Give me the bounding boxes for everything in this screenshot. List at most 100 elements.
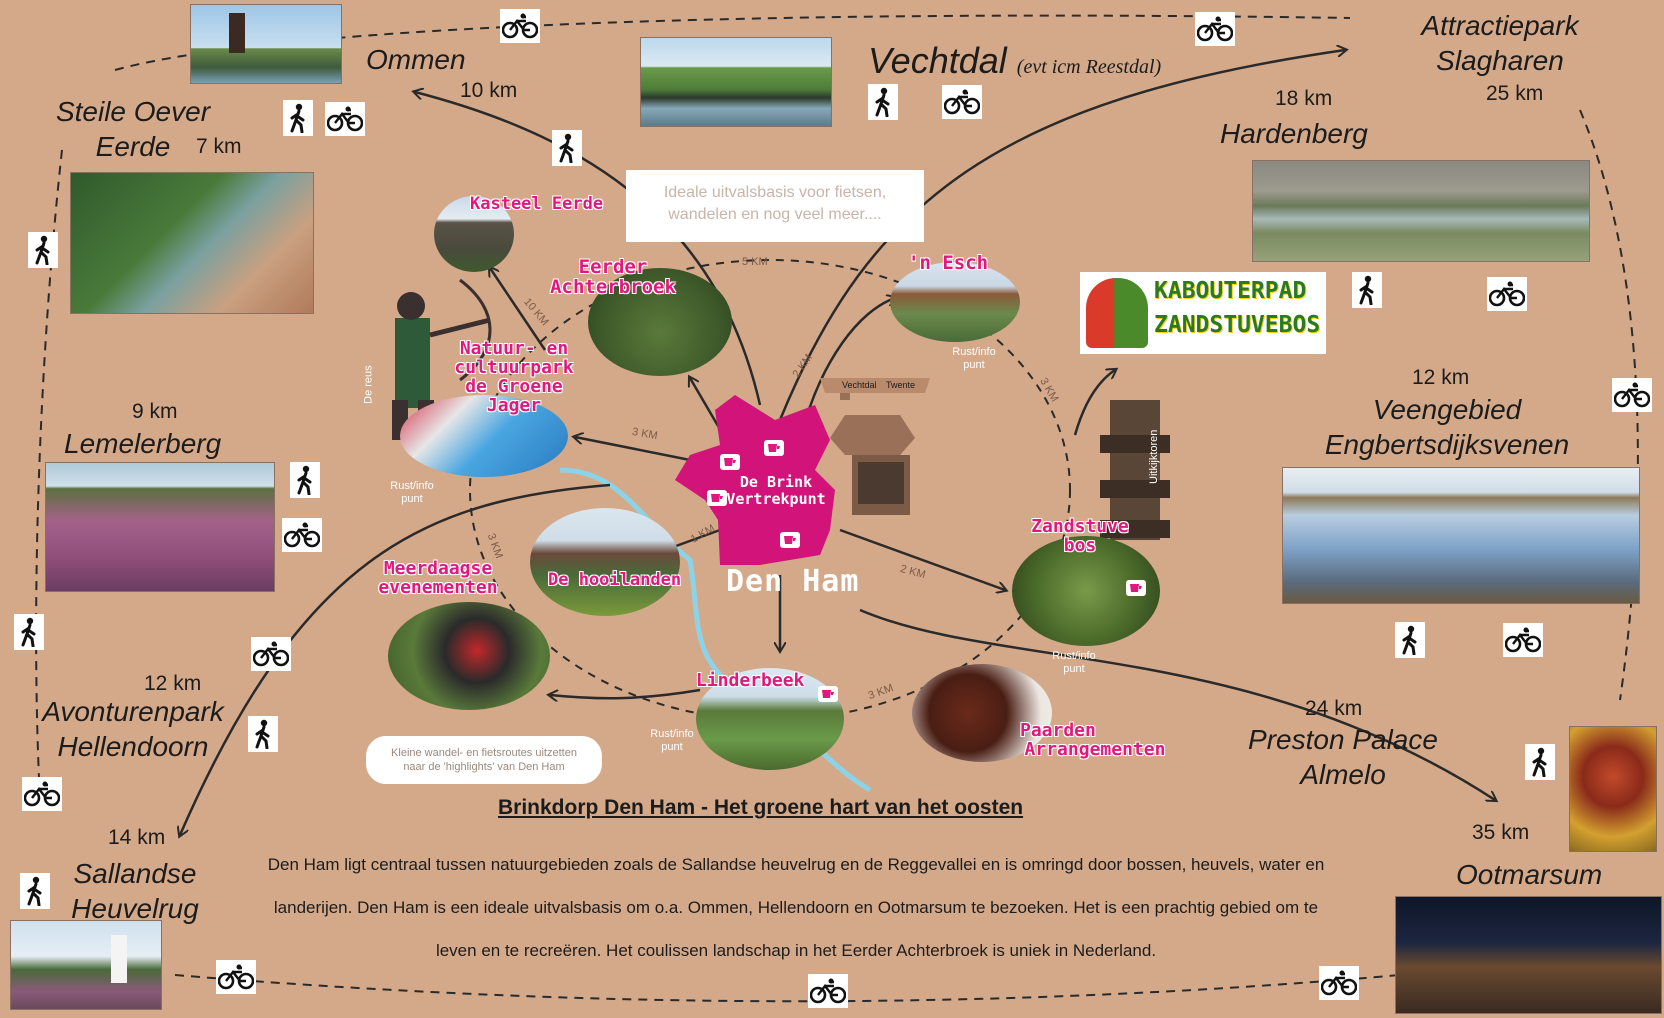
arrow-hellendoorn <box>180 483 611 835</box>
bicycle-icon <box>500 9 540 43</box>
cafe-icon <box>764 440 784 456</box>
preston-line2: Almelo <box>1300 759 1386 790</box>
walking-icon <box>283 100 313 136</box>
brink-line1: De Brink <box>739 473 813 491</box>
bicycle-icon <box>216 960 256 994</box>
callout-top-line1: Ideale uitvalsbasis voor fietsen, <box>663 184 887 201</box>
dest-ommen: Ommen <box>366 44 466 75</box>
eerde-line1: Steile Oever <box>55 96 211 127</box>
arrow-zandstuve <box>839 528 1005 590</box>
km-sallandse: 14 km <box>108 826 166 849</box>
walking-icon <box>14 614 44 650</box>
hellendoorn-line1: Avonturenpark <box>42 696 224 727</box>
sallandse-photo <box>10 920 162 1010</box>
esch-photo <box>890 262 1020 342</box>
eerde-line2: Eerde <box>95 131 171 162</box>
sallandse-line1: Sallandse <box>73 858 197 889</box>
callout-top: Ideale uitvalsbasis voor fietsen, wandel… <box>626 170 924 242</box>
den-ham-village-shape <box>675 395 835 565</box>
dest-veengebied: Veengebied Engbertsdijksvenen <box>1312 392 1582 462</box>
callout-bottom-line2: naar de 'highlights' van Den Ham <box>403 761 565 773</box>
preston-line1: Preston Palace <box>1248 724 1438 755</box>
arrow-meerdaagse <box>550 688 701 698</box>
cafe-icon <box>818 686 838 702</box>
kasteel-eerde-photo <box>434 196 514 272</box>
hardenberg-photo <box>1252 160 1590 262</box>
arrow-jager <box>575 437 691 462</box>
arrow-kabouter <box>1073 370 1115 436</box>
rust-label-3: Rust/info punt <box>1044 650 1104 676</box>
kabouterpad-sign: KABOUTERPAD ZANDSTUVEBOS <box>1080 272 1326 354</box>
walking-icon <box>248 716 278 752</box>
rust2-line2: punt <box>963 359 985 372</box>
bicycle-icon <box>22 777 62 811</box>
achterbroek-line1: Eerder <box>578 256 648 278</box>
zandstuve-line1: Zandstuve <box>1031 516 1129 537</box>
steile-oever-photo <box>70 172 314 314</box>
cafe-icon <box>720 454 740 470</box>
rust-label-2: Rust/info punt <box>944 346 1004 372</box>
achterbroek-photo <box>588 268 732 376</box>
label-esch: 'n Esch <box>908 252 989 274</box>
label-uitkijktoren: Uitkijktoren <box>1148 429 1160 484</box>
jager-line3: de Groene Jager <box>465 375 563 416</box>
ootmarsum-photo <box>1395 896 1662 1014</box>
bicycle-icon <box>808 974 848 1008</box>
bicycle-icon <box>942 85 982 119</box>
jager-line1: Natuur- en <box>459 338 569 359</box>
bicycle-icon <box>1612 378 1652 412</box>
callout-bottom: Kleine wandel- en fietsroutes uitzetten … <box>366 736 602 784</box>
meerdaagse-photo <box>388 602 550 710</box>
walking-icon <box>1525 744 1555 780</box>
km-hardenberg: 18 km <box>1275 87 1333 110</box>
gnome-figures <box>1086 278 1148 348</box>
rust1-line1: Rust/info <box>390 480 434 492</box>
icon-painting-photo <box>1569 726 1657 852</box>
slagharen-line1: Attractiepark <box>1421 10 1579 41</box>
windmill-photo <box>190 4 342 84</box>
km-preston: 24 km <box>1305 697 1363 720</box>
km-hellendoorn: 12 km <box>144 672 202 695</box>
label-paarden: Paarden Arrangementen <box>1010 721 1180 760</box>
paragraph-line2: landerijen. Den Ham is een ideale uitval… <box>273 898 1319 917</box>
linderbeek-photo <box>696 668 844 770</box>
paarden-photo <box>912 664 1052 762</box>
inner-route-loop <box>469 259 1071 721</box>
rust3-line2: punt <box>1063 663 1085 676</box>
walking-icon <box>1395 622 1425 658</box>
rust3-line1: Rust/info <box>1052 650 1096 662</box>
dest-hardenberg: Hardenberg <box>1220 118 1368 149</box>
slagharen-line2: Slagharen <box>1436 45 1564 76</box>
signpost-left: Vechtdal <box>842 380 877 390</box>
jager-line2: cultuurpark <box>454 356 574 378</box>
bicycle-icon <box>1319 966 1359 1000</box>
label-meerdaagse: Meerdaagse evenementen <box>358 559 518 598</box>
label-kasteel-eerde: Kasteel Eerde <box>470 194 604 214</box>
lemelerberg-photo <box>45 462 275 592</box>
km-eerde: 7 km <box>196 135 242 158</box>
arrow-ootmarsum <box>859 608 1495 800</box>
kabouter-line2: ZANDSTUVEBOS <box>1154 312 1321 338</box>
rust-label-4: Rust/info punt <box>642 728 702 754</box>
dest-lemelerberg: Lemelerberg <box>64 428 222 459</box>
map-title: Brinkdorp Den Ham - Het groene hart van … <box>498 796 1024 819</box>
bicycle-icon <box>1503 623 1543 657</box>
signpost-right: Twente <box>886 380 916 390</box>
hellendoorn-line2: Hellendoorn <box>57 731 209 762</box>
bicycle-icon <box>282 518 322 552</box>
rust-label-1: Rust/info punt <box>382 480 442 506</box>
walking-icon <box>868 84 898 120</box>
veengebied-photo <box>1282 467 1640 604</box>
walking-icon <box>552 130 582 166</box>
paarden-line2: Arrangementen <box>1024 738 1166 760</box>
den-ham-label: Den Ham <box>726 564 860 599</box>
label-achterbroek: Eerder Achterbroek <box>548 256 678 298</box>
km-ootmarsum: 35 km <box>1472 821 1530 844</box>
paragraph-line1: Den Ham ligt centraal tussen natuurgebie… <box>267 855 1325 874</box>
arrow-slagharen <box>778 50 1345 421</box>
km-ommen: 10 km <box>460 79 518 102</box>
sallandse-line2: Heuvelrug <box>71 893 199 924</box>
kabouter-line1: KABOUTERPAD <box>1154 278 1307 304</box>
